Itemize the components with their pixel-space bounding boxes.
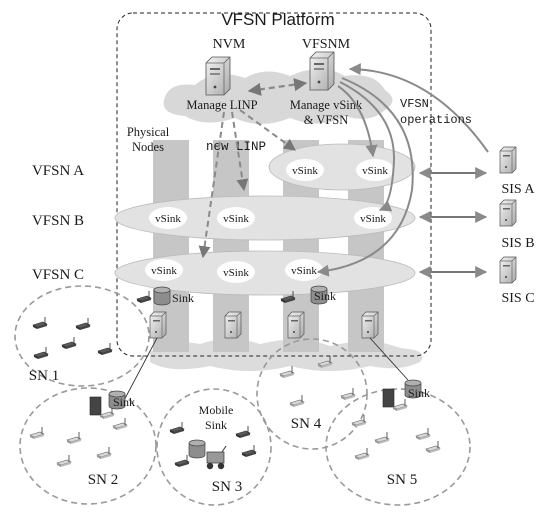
new-linp-label: new LINP — [206, 140, 266, 154]
sn-2-label: SN 2 — [88, 472, 118, 488]
svg-text:Sink: Sink — [172, 291, 194, 305]
vfsn-operations-label: VFSN — [400, 97, 429, 111]
sn-1-circle — [14, 285, 150, 387]
sn-5-label: SN 5 — [387, 472, 417, 488]
svg-text:vSink: vSink — [362, 165, 388, 177]
nvm-label: NVM — [213, 37, 246, 52]
sink-device: Sink — [136, 286, 194, 306]
svg-text:Sink: Sink — [314, 289, 336, 303]
sink-device: Sink — [89, 390, 135, 420]
vsink-node: vSink — [149, 207, 187, 229]
sis-b-server-icon — [499, 199, 517, 227]
nvm-server-icon — [205, 56, 231, 96]
sn-5-motes — [351, 414, 441, 461]
vsink-node: vSink — [217, 207, 255, 229]
sn-1-label: SN 1 — [29, 368, 59, 384]
mobile-sink-label: Sink — [205, 418, 227, 432]
physical-nodes-label: Nodes — [132, 140, 164, 154]
vfsn-b-label: VFSN B — [32, 213, 84, 229]
vfsn-a-label: VFSN A — [32, 163, 84, 179]
svg-text:vSink: vSink — [291, 265, 317, 277]
sn-1-motes — [32, 316, 113, 360]
vfsnm-server-icon — [309, 51, 335, 91]
vsink-node: vSink — [285, 259, 323, 281]
svg-text:Sink: Sink — [113, 395, 135, 409]
vsink-node: vSink — [217, 261, 255, 283]
sink-device: Sink — [280, 285, 336, 305]
manage-linp-label: Manage LINP — [186, 98, 257, 112]
sis-c-server-icon — [499, 256, 517, 284]
sn-4-label: SN 4 — [291, 416, 322, 432]
vfsn-platform-container — [116, 12, 432, 357]
vsink-node: vSink — [286, 159, 324, 181]
svg-text:vSink: vSink — [223, 213, 249, 225]
vfsn-c-label: VFSN C — [32, 267, 84, 283]
manage-vfsn-label: & VFSN — [304, 113, 349, 127]
vfsnm-label: VFSNM — [302, 37, 351, 52]
sis-c-label: SIS C — [501, 291, 534, 306]
sn-5-circle — [325, 388, 471, 506]
vfsn-c-ellipse — [114, 250, 416, 296]
new-linp-arrows — [198, 109, 296, 259]
sn-3-label: SN 3 — [212, 479, 242, 495]
mobile-sink-label: Mobile — [199, 403, 234, 417]
sn-3-circle — [156, 388, 272, 506]
svg-text:vSink: vSink — [360, 213, 386, 225]
vfsn-b-ellipse — [114, 195, 416, 241]
sis-a-server-icon — [499, 146, 517, 174]
sis-links — [418, 167, 488, 278]
management-cloud — [163, 69, 393, 124]
mobile-sink-robot — [188, 439, 227, 470]
vsink-node: vSink — [356, 159, 394, 181]
physical-node-server-icon — [224, 311, 242, 339]
uplinks — [119, 337, 409, 409]
sis-b-label: SIS B — [501, 236, 534, 251]
vsink-node: vSink — [145, 259, 183, 281]
physical-node-server-icon — [361, 311, 379, 339]
svg-text:vSink: vSink — [292, 165, 318, 177]
manage-vsink-label: Manage vSink — [290, 98, 363, 112]
platform-title: VFSN Platform — [221, 10, 334, 29]
sn-2-circle — [19, 387, 157, 505]
physical-node-server-icon — [149, 311, 167, 339]
sis-a-label: SIS A — [501, 182, 535, 197]
sink-device: Sink — [382, 379, 430, 412]
physical-nodes-label: Physical — [127, 125, 170, 139]
svg-text:vSink: vSink — [223, 267, 249, 279]
vfsn-operations-arrows — [316, 63, 489, 277]
sn-2-motes — [29, 417, 128, 468]
svg-text:Sink: Sink — [408, 386, 430, 400]
svg-text:vSink: vSink — [151, 265, 177, 277]
vsink-node: vSink — [354, 207, 392, 229]
sensor-network-circles — [14, 285, 471, 506]
physical-node-server-icon — [287, 311, 305, 339]
svg-text:vSink: vSink — [155, 213, 181, 225]
vfsn-operations-label: operations — [400, 113, 472, 127]
